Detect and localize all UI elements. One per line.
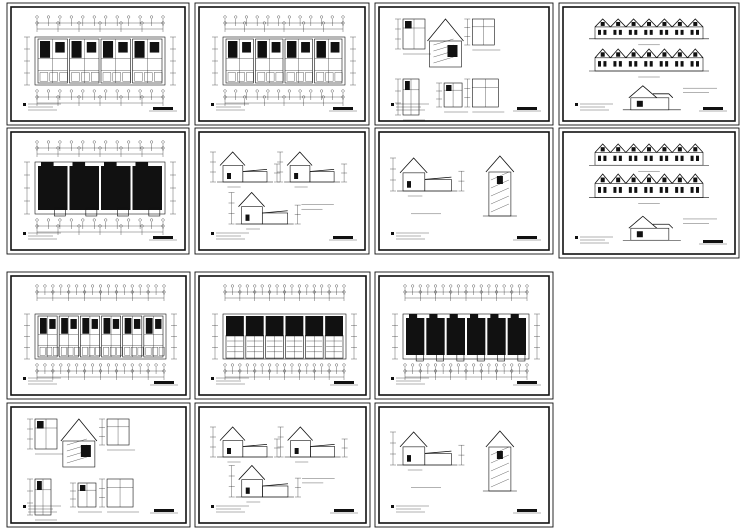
drawing-sheet-plan-dark-wide [374, 271, 554, 400]
drawing-sheet-details [374, 2, 554, 126]
drawing-sheet-plan-light [194, 2, 370, 126]
drawing-sheet-elevations [558, 2, 740, 126]
drawing-sheet-plan-light-wide [6, 271, 191, 400]
drawing-sheet-section-detail [374, 127, 554, 255]
drawing-sheet-plan-light [6, 2, 190, 126]
drawing-sheet-section-detail [374, 402, 554, 528]
drawing-sheet-details [6, 402, 191, 528]
drawing-sheet-elevations [558, 127, 740, 259]
drawing-sheet-sections [194, 127, 370, 255]
drawing-sheet-sections [194, 402, 371, 528]
drawing-sheet-plan-mixed-wide [194, 271, 371, 400]
drawing-sheet-plan-dark [6, 127, 190, 255]
